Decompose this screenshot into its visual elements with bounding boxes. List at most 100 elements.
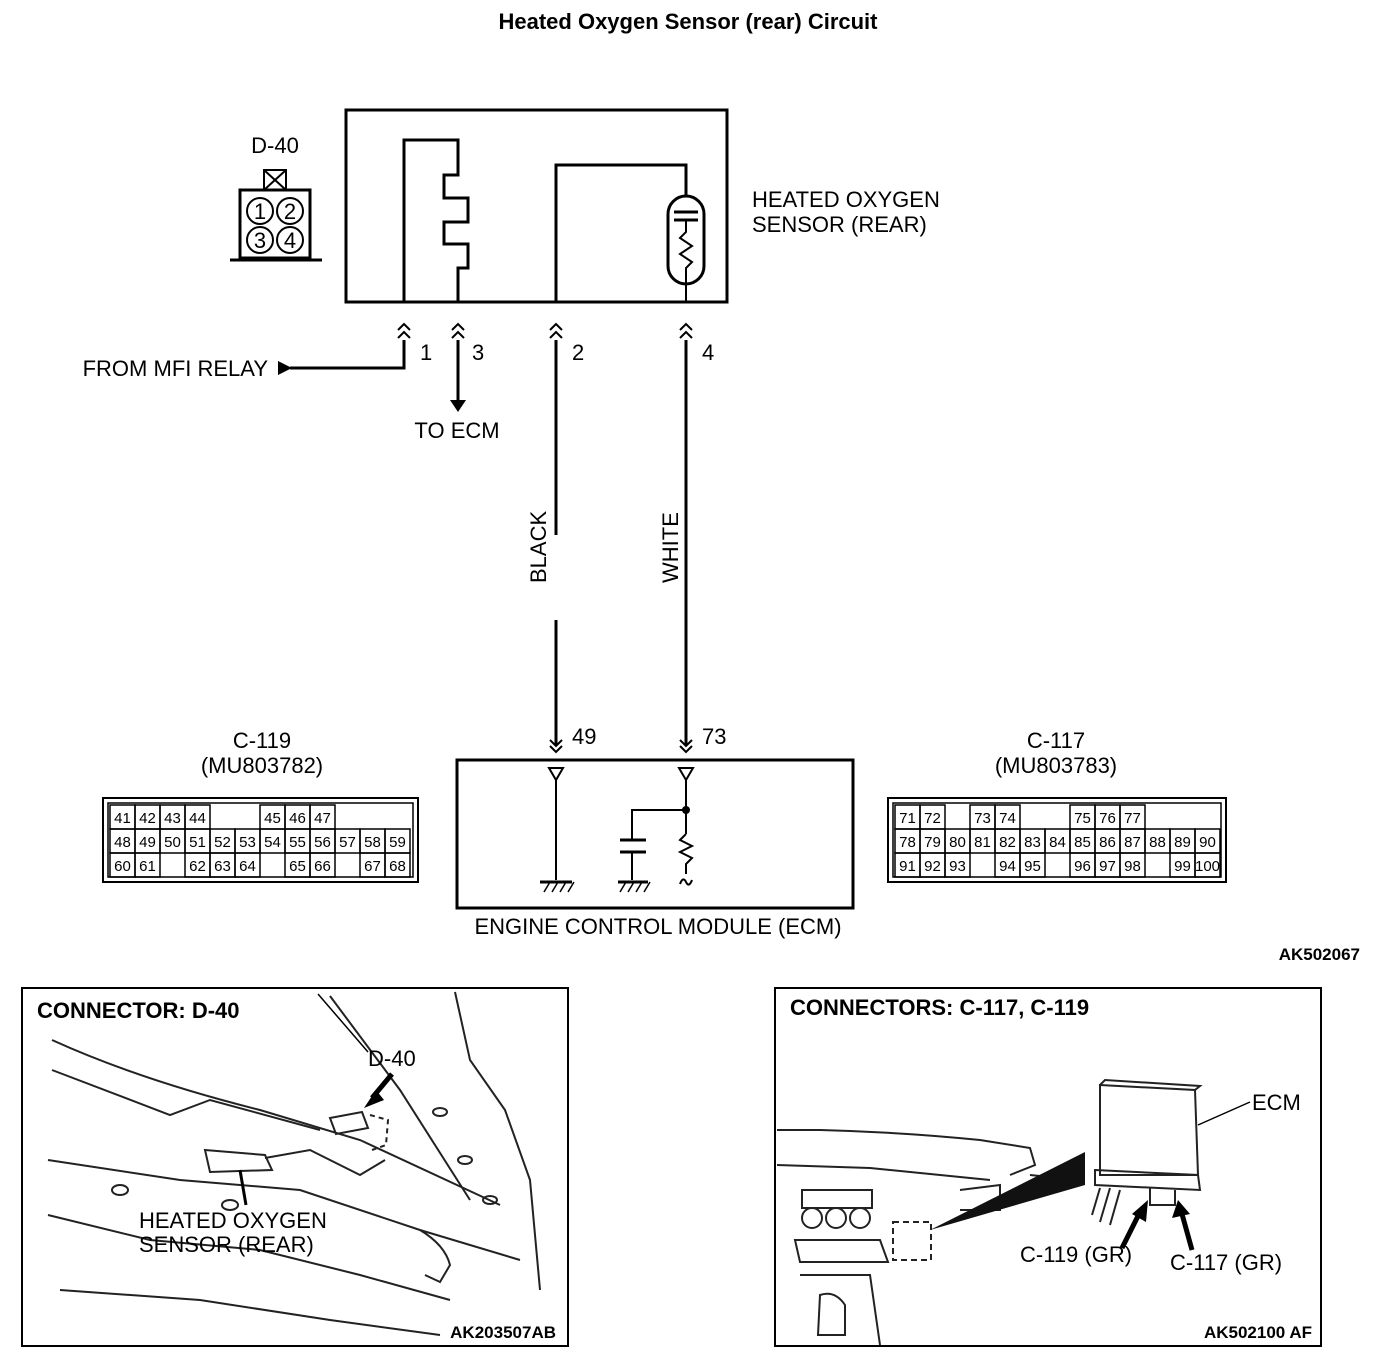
c117-pin-number: 90 xyxy=(1199,834,1216,851)
ecm-pin-73: 73 xyxy=(702,724,726,749)
c117-pin-number: 82 xyxy=(999,834,1016,851)
c119-pin-number: 48 xyxy=(114,834,131,851)
c117-pin-number: 84 xyxy=(1049,834,1066,851)
c117-pin-number: 74 xyxy=(999,810,1016,827)
c119-part: (MU803782) xyxy=(201,753,323,778)
d40-pin-4: 4 xyxy=(284,228,296,253)
d40-pin-1: 1 xyxy=(254,199,266,224)
left-panel-part-label-1: HEATED OXYGEN xyxy=(139,1208,327,1233)
c119-pin-number: 63 xyxy=(214,858,231,875)
c117-pin-number: 81 xyxy=(974,834,991,851)
c117-pin-number: 96 xyxy=(1074,858,1091,875)
c119-pin-number: 47 xyxy=(314,810,331,827)
c119-id: C-119 xyxy=(233,728,291,753)
c117-pin-number: 88 xyxy=(1149,834,1166,851)
c119-pin-number: 45 xyxy=(264,810,281,827)
c119-pin-number: 54 xyxy=(264,834,281,851)
diagram-title: Heated Oxygen Sensor (rear) Circuit xyxy=(498,9,878,34)
sensor-pin-1: 1 xyxy=(420,340,432,365)
c119-pin-number: 61 xyxy=(139,858,156,875)
sensor-box xyxy=(344,108,729,304)
c117-pin-number: 73 xyxy=(974,810,991,827)
c117-pin-number: 80 xyxy=(949,834,966,851)
c117-pin-number: 93 xyxy=(949,858,966,875)
wire-color-white: WHITE xyxy=(658,512,683,583)
sensor-pin-3: 3 xyxy=(472,340,484,365)
c117-pin-number: 94 xyxy=(999,858,1016,875)
c119-pin-number: 42 xyxy=(139,810,156,827)
ecm-location-panel xyxy=(774,987,1322,1347)
c117-pin-number: 72 xyxy=(924,810,941,827)
right-panel-title: CONNECTORS: C-117, C-119 xyxy=(790,995,1089,1020)
c119-pin-number: 58 xyxy=(364,834,381,851)
left-panel-part-label-2: SENSOR (REAR) xyxy=(139,1232,314,1257)
c119-pin-number: 41 xyxy=(114,810,131,827)
left-panel-title: CONNECTOR: D-40 xyxy=(37,998,240,1023)
sensor-label-1: HEATED OXYGEN xyxy=(752,187,940,212)
c117-pin-number: 78 xyxy=(899,834,916,851)
right-panel-c119-label: C-119 (GR) xyxy=(1020,1242,1132,1267)
ecm-label: ENGINE CONTROL MODULE (ECM) xyxy=(474,914,841,939)
right-panel-c117-label: C-117 (GR) xyxy=(1170,1250,1282,1275)
c119-pin-number: 55 xyxy=(289,834,306,851)
d40-connector-icon: D-40 1 2 3 4 xyxy=(230,133,322,262)
c119-pin-number: 65 xyxy=(289,858,306,875)
sensor-pin-2: 2 xyxy=(572,340,584,365)
c117-pin-number: 87 xyxy=(1124,834,1141,851)
c117-pin-number: 98 xyxy=(1124,858,1141,875)
c117-pin-number: 75 xyxy=(1074,810,1091,827)
d40-id: D-40 xyxy=(251,133,299,158)
c117-pin-number: 85 xyxy=(1074,834,1091,851)
sensor-label-2: SENSOR (REAR) xyxy=(752,212,927,237)
c117-pin-number: 83 xyxy=(1024,834,1041,851)
c119-pin-number: 44 xyxy=(189,810,206,827)
c119-pin-number: 51 xyxy=(189,834,206,851)
c117-pin-cell xyxy=(1194,852,1221,878)
left-panel-code: AK203507AB xyxy=(450,1323,556,1342)
c119-pin-cell xyxy=(309,852,336,878)
c119-pin-number: 64 xyxy=(239,858,256,875)
c117-pin-number: 95 xyxy=(1024,858,1041,875)
c119-pin-number: 46 xyxy=(289,810,306,827)
to-ecm-label: TO ECM xyxy=(414,418,499,443)
d40-location-panel xyxy=(21,987,569,1347)
c117-pin-number: 76 xyxy=(1099,810,1116,827)
c117-pin-number: 77 xyxy=(1124,810,1141,827)
c119-pin-number: 66 xyxy=(314,858,331,875)
diagram-code: AK502067 xyxy=(1279,945,1360,964)
c119-pin-number: 62 xyxy=(189,858,206,875)
c119-pin-number: 43 xyxy=(164,810,181,827)
sensor-connector-chevrons xyxy=(397,322,693,339)
c119-pin-number: 67 xyxy=(364,858,381,875)
c119-pin-number: 60 xyxy=(114,858,131,875)
d40-pin-3: 3 xyxy=(254,228,266,253)
c119-pin-number: 68 xyxy=(389,858,406,875)
c117-pin-cell xyxy=(1019,852,1046,878)
c117-pin-number: 97 xyxy=(1099,858,1116,875)
c117-pin-number: 79 xyxy=(924,834,941,851)
c119-pin-number: 50 xyxy=(164,834,181,851)
c119-pin-cell xyxy=(134,852,161,878)
right-panel-code: AK502100 AF xyxy=(1204,1323,1312,1342)
c117-pin-number: 71 xyxy=(899,810,916,827)
right-panel-ecm-label: ECM xyxy=(1252,1090,1301,1115)
c117-pin-cell xyxy=(1119,852,1146,878)
c117-pin-number: 100 xyxy=(1195,858,1220,875)
ecm-pin-49: 49 xyxy=(572,724,596,749)
c119-pin-number: 53 xyxy=(239,834,256,851)
c117-pin-number: 89 xyxy=(1174,834,1191,851)
d40-pin-2: 2 xyxy=(284,199,296,224)
c117-connector-face: 71 72 73 74 75 76 77 78 79 80 81 82 83 84 85 86 87 88 89 90… xyxy=(887,797,1227,883)
c119-pin-number: 59 xyxy=(389,834,406,851)
c119-pin-cell xyxy=(234,852,261,878)
sensor-pin-4: 4 xyxy=(702,340,714,365)
c119-pin-number: 49 xyxy=(139,834,156,851)
ecm-connector-chevrons xyxy=(549,739,693,754)
c117-pin-number: 86 xyxy=(1099,834,1116,851)
ecm-box xyxy=(455,758,855,910)
c117-pin-number: 92 xyxy=(924,858,941,875)
c119-pin-number: 57 xyxy=(339,834,356,851)
c117-part: (MU803783) xyxy=(995,753,1117,778)
